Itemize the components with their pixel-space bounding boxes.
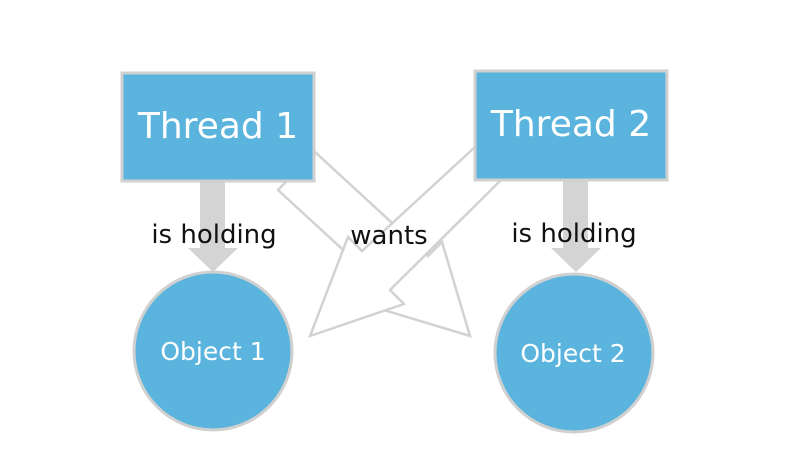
thread-1-label: Thread 1 (137, 106, 298, 147)
holding-label-right: is holding (511, 219, 636, 249)
thread-2-label: Thread 2 (490, 104, 651, 145)
wants-arrow-thread2-to-object1 (307, 145, 502, 339)
object-2-node: Object 2 (493, 272, 655, 434)
wants-label: wants (350, 221, 427, 251)
holding-arrow-left (188, 181, 238, 272)
object-2-label: Object 2 (520, 339, 625, 368)
object-1-node: Object 1 (132, 270, 294, 432)
holding-arrow-right (551, 180, 601, 272)
thread-2-node: Thread 2 (473, 69, 669, 182)
holding-label-left: is holding (151, 220, 276, 250)
object-1-label: Object 1 (160, 337, 265, 366)
thread-1-node: Thread 1 (120, 71, 316, 183)
wants-arrows (276, 145, 502, 339)
